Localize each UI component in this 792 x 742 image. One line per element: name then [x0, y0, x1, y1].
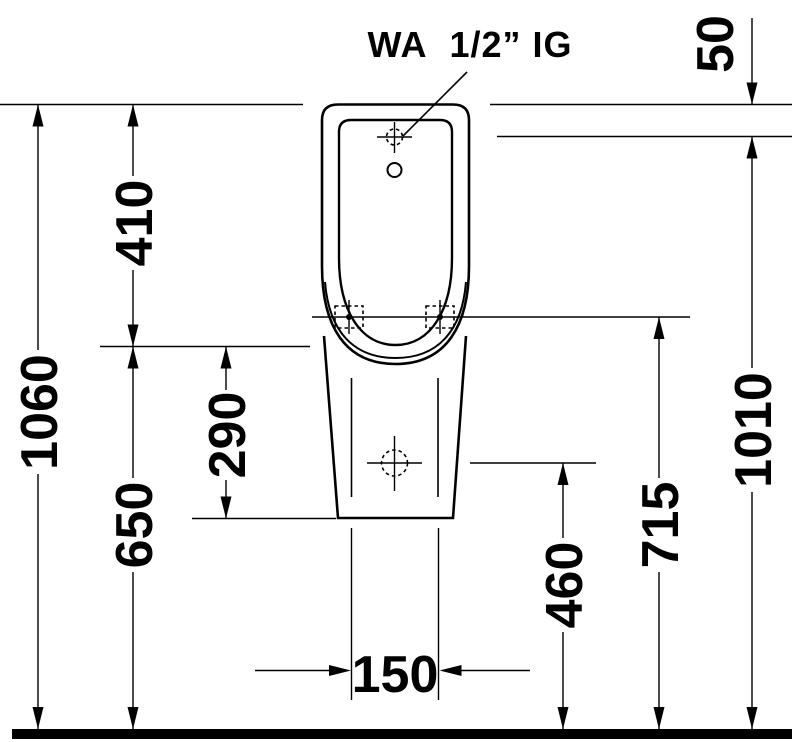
arrow-up — [220, 346, 232, 369]
flush-hole — [386, 162, 403, 178]
dim-label-150: 150 — [352, 646, 439, 704]
arrow-up — [127, 104, 139, 127]
dim-label-50: 50 — [687, 15, 745, 73]
urinal-outer-shell — [320, 103, 471, 366]
dimension-top-to-connection: 50 — [687, 15, 758, 105]
arrow-up — [127, 346, 139, 369]
dim-label-460: 460 — [536, 542, 594, 629]
arrow-up — [653, 317, 665, 339]
dimension-connection-height: 1010 — [725, 136, 783, 729]
dimension-overall-height: 1060 — [11, 104, 69, 729]
dimension-outlet-width: 150 — [255, 646, 530, 704]
urinal-pedestal — [322, 335, 468, 520]
dimension-rim-to-base: 290 — [199, 346, 257, 519]
arrow-right — [329, 665, 351, 676]
arrow-down — [746, 82, 758, 105]
outlet-symbol — [367, 436, 422, 491]
arrow-down — [127, 707, 139, 729]
arrow-down — [653, 707, 665, 729]
dimension-top-to-rim: 410 — [106, 104, 164, 347]
dim-label-290: 290 — [199, 392, 257, 479]
dimension-rim-height: 650 — [106, 346, 164, 729]
arrow-down — [220, 496, 232, 519]
arrow-down — [557, 707, 569, 729]
reference-lines — [0, 103, 792, 520]
dimension-fixing-height: 715 — [632, 317, 690, 729]
arrow-down — [746, 707, 758, 729]
urinal-inner-basin — [337, 118, 454, 347]
fixing-hole-right — [425, 300, 455, 334]
dim-label-715: 715 — [632, 482, 690, 569]
dimension-outlet-height: 460 — [536, 463, 594, 729]
arrow-up — [557, 463, 569, 485]
floor-line — [12, 729, 792, 739]
arrow-down — [127, 324, 139, 347]
arrow-down — [32, 707, 44, 729]
water-connection-symbol — [377, 122, 412, 153]
fixing-hole-center — [346, 314, 352, 320]
dim-label-1010: 1010 — [725, 372, 783, 488]
dim-label-410: 410 — [106, 180, 164, 267]
dim-label-650: 650 — [106, 482, 164, 569]
fixing-hole-left — [334, 300, 364, 334]
water-connection-label: WA 1/2” IG — [367, 24, 572, 65]
urinal-body — [320, 103, 471, 700]
fixing-hole-center — [437, 314, 443, 320]
connection-leader-line — [402, 71, 468, 137]
arrow-left — [439, 665, 462, 676]
dim-label-1060: 1060 — [11, 354, 69, 470]
arrow-up — [746, 136, 758, 159]
arrow-up — [32, 104, 44, 127]
